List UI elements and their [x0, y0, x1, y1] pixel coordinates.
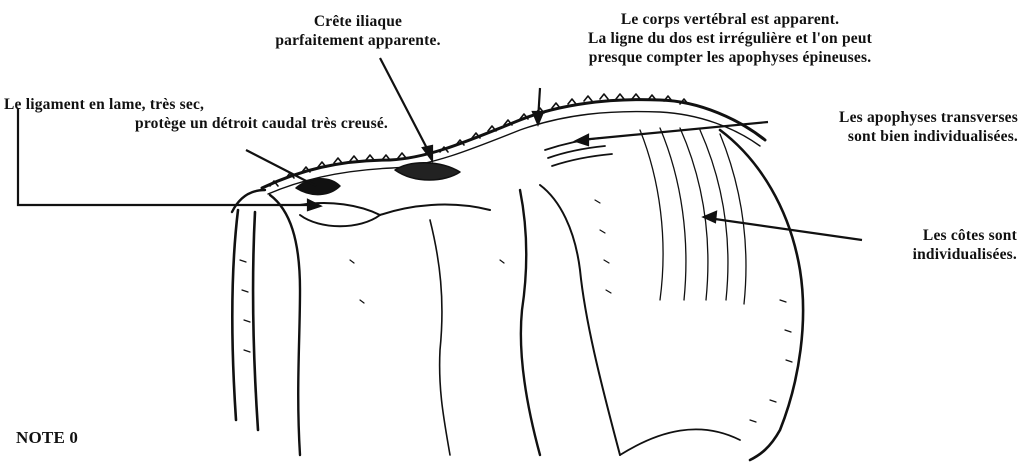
- tail-head: [232, 190, 265, 212]
- rib-1: [640, 130, 663, 300]
- arrowhead-apophyses: [576, 135, 588, 145]
- rump-center-fold: [430, 220, 450, 455]
- label-corps-line-1: Le corps vertébral est apparent.: [520, 10, 940, 29]
- flank-fold: [520, 190, 540, 455]
- left-thigh: [270, 195, 300, 455]
- arrowhead-corps: [533, 112, 543, 124]
- label-ligament-line-1: Le ligament en lame, très sec,: [4, 95, 388, 114]
- rib-2: [660, 128, 686, 300]
- note-label: NOTE 0: [16, 428, 78, 447]
- shading: [240, 200, 792, 422]
- arrowhead-crete: [423, 146, 432, 160]
- label-corps-line-3: presque compter les apophyses épineuses.: [520, 48, 940, 67]
- label-corps-vertebral: Le corps vertébral est apparent. La lign…: [520, 10, 940, 67]
- label-cotes-line-2: individualisées.: [862, 245, 1017, 264]
- leader-cotes: [708, 218, 862, 240]
- label-crete-line-2: parfaitement apparente.: [238, 31, 478, 50]
- label-cotes: Les côtes sont individualisées.: [862, 226, 1017, 264]
- label-corps-line-2: La ligne du dos est irrégulière et l'on …: [520, 29, 940, 48]
- hook-bone: [395, 163, 460, 180]
- belly-curve: [620, 429, 740, 455]
- label-ligament-line-2: protège un détroit caudal très creusé.: [4, 114, 388, 133]
- hook-bone-lower: [380, 205, 490, 215]
- rib-3: [680, 128, 708, 300]
- label-apophyses-transverses: Les apophyses transverses sont bien indi…: [760, 108, 1018, 146]
- label-crete-iliaque: Crête iliaque parfaitement apparente.: [238, 12, 478, 50]
- label-apophyses-line-2: sont bien individualisées.: [760, 127, 1018, 146]
- right-flank: [720, 130, 803, 460]
- leader-apophyses: [580, 122, 768, 140]
- label-apophyses-line-1: Les apophyses transverses: [760, 108, 1018, 127]
- label-cotes-line-1: Les côtes sont: [862, 226, 1017, 245]
- arrowhead-ligament: [308, 200, 320, 210]
- label-ligament: Le ligament en lame, très sec, protège u…: [4, 95, 388, 133]
- flank-fold-2: [540, 185, 620, 455]
- label-crete-line-1: Crête iliaque: [238, 12, 478, 31]
- rib-5: [720, 134, 746, 304]
